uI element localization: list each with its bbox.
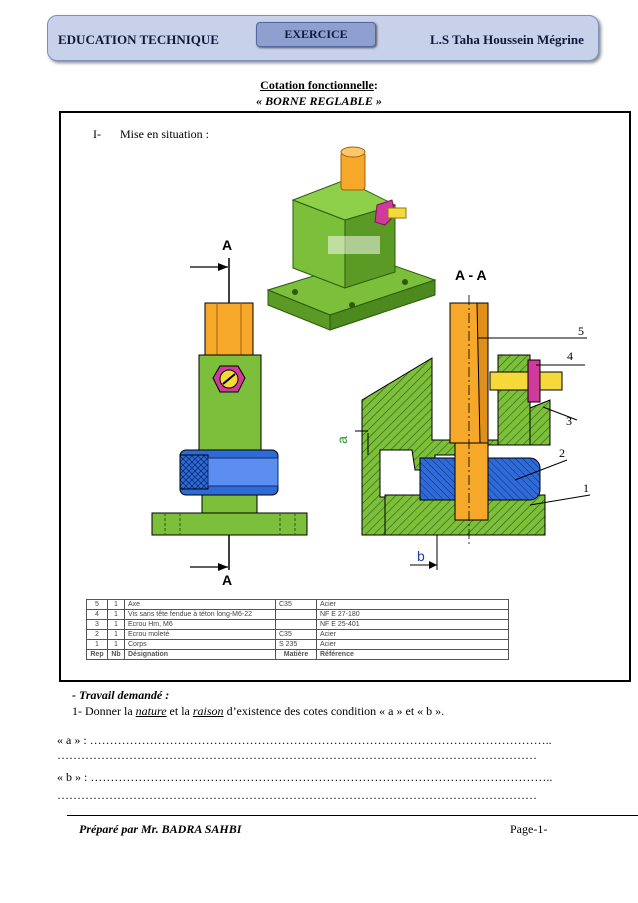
bill-of-materials: 5 1 Axe C35 Acier 4 1 Vis sans tête fend… (86, 599, 509, 660)
marker-2: 2 (559, 446, 565, 460)
header-center-label: EXERCICE (284, 27, 348, 41)
marker-5: 5 (578, 324, 584, 338)
page-subtitle: « BORNE REGLABLE » (256, 94, 382, 108)
table-row: 1 1 Corps S 235 Acier (86, 639, 509, 650)
table-row: 4 1 Vis sans tête fendue à téton long-M6… (86, 609, 509, 620)
table-row: 5 1 Axe C35 Acier (86, 599, 509, 610)
isometric-view (266, 146, 437, 331)
content-frame (59, 111, 631, 682)
header-right: L.S Taha Houssein Mégrine (430, 32, 584, 47)
answer-a-line-2[interactable]: ………………………………………………………………………………………………………… (57, 748, 537, 762)
cote-b-label: b (417, 548, 425, 564)
section-number: I- (93, 127, 101, 141)
section-arrow-label-bottom: A (222, 572, 233, 588)
front-view (151, 258, 308, 571)
table-header: Rep Nb Désignation Matière Référence (86, 649, 509, 660)
page-title: Cotation fonctionnelle: (260, 78, 378, 92)
table-row: 2 1 Ecrou moleté C35 Acier (86, 629, 509, 640)
header-left: EDUCATION TECHNIQUE (58, 32, 219, 47)
section-view (355, 295, 591, 570)
header-center-badge: EXERCICE (256, 22, 376, 47)
work-heading: - Travail demandé : (72, 688, 170, 702)
page-number: Page-1- (510, 822, 548, 836)
table-row: 3 1 Ecrou Hm, M6 NF E 25-401 (86, 619, 509, 630)
footer-rule (67, 815, 638, 816)
footer-author: Préparé par Mr. BADRA SAHBI (79, 822, 242, 836)
answer-b-line-1[interactable]: « b » : ……………………………………………………………………………………… (57, 770, 553, 784)
question-1: 1- Donner la nature et la raison d’exist… (72, 704, 445, 718)
marker-1: 1 (583, 481, 589, 495)
marker-3: 3 (566, 414, 572, 428)
section-label: Mise en situation : (120, 127, 209, 141)
answer-b-line-2[interactable]: ………………………………………………………………………………………………………… (57, 788, 537, 802)
marker-4: 4 (567, 349, 573, 363)
section-arrow-label-top: A (222, 237, 233, 253)
answer-a-line-1[interactable]: « a » : ……………………………………………………………………………………… (57, 733, 552, 747)
cote-a-label: a (333, 436, 350, 444)
section-view-label: A - A (455, 267, 487, 283)
